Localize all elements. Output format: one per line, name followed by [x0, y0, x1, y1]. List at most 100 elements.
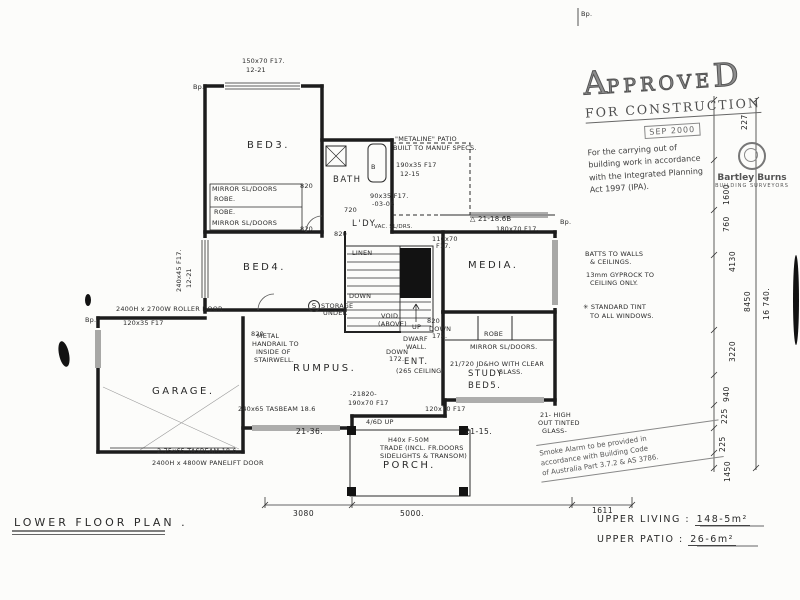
- dwarf-wall-note-2: WALL.: [406, 343, 427, 351]
- room-label-linen: LINEN: [352, 249, 373, 257]
- down-172-a2: 172.: [389, 355, 405, 363]
- gyprock-note-1: 13mm GYPROCK TO: [586, 271, 655, 279]
- room-label-bed3: BED3.: [247, 140, 290, 151]
- room-label-entry: ENT.: [404, 357, 429, 367]
- room-label-rumpus: RUMPUS.: [293, 363, 357, 374]
- plan-title: LOWER FLOOR PLAN .: [14, 516, 188, 529]
- window-note-hall: 110x70: [432, 235, 458, 243]
- room-label-bed4: BED4.: [243, 262, 286, 273]
- door-820-c: 820: [334, 230, 348, 238]
- window-note-study: 120x70 F17: [425, 405, 466, 413]
- bp-marker-3: Bp.: [85, 316, 97, 324]
- area-living-label: UPPER LIVING :: [597, 514, 691, 525]
- handrail-note-2: HANDRAIL TO: [252, 340, 299, 348]
- robe-note-2: ROBE.: [214, 208, 236, 216]
- window-note-bath: 90x35 F17.: [370, 192, 409, 200]
- bp-marker-1: Bp.: [193, 83, 205, 91]
- handrail-note-3: INSIDE OF: [256, 348, 291, 356]
- dwarf-wall-note-1: DWARF: [403, 335, 428, 343]
- window-note-top: 150x70 F17.: [242, 57, 285, 65]
- tasbeam-note-top: 240x65 TASBEAM 18.6: [238, 405, 316, 413]
- door-820-d: 820: [251, 330, 265, 338]
- window-note-patio: 190x35 F17: [396, 161, 437, 169]
- dim-2136: 21-36.: [296, 427, 324, 436]
- door-720-a: 720: [344, 206, 358, 214]
- vac-doors-note: VAC. SL/DRS.: [374, 224, 413, 230]
- area-upper-patio: UPPER PATIO : 26-6m²: [597, 534, 736, 546]
- window-note-left-2: 12-21: [185, 268, 193, 288]
- metaline-patio-note-1: "METALINE" PATIO: [395, 135, 457, 143]
- bartley-burns-seal-icon: [738, 142, 766, 170]
- gyprock-note-2: CEILING ONLY.: [590, 279, 639, 287]
- stair-down-label: DOWN: [349, 292, 372, 300]
- entry-ceiling-note: (265 CEILING): [396, 367, 445, 375]
- stair-up-label: UP: [412, 323, 422, 331]
- dim-bottom-1611: 1611: [592, 506, 614, 515]
- mirror-doors-note-3: MIRROR SL/DOORS.: [470, 343, 538, 351]
- area-patio-label: UPPER PATIO :: [597, 534, 684, 545]
- dim-right-8450: 8450: [743, 290, 752, 312]
- roller-door-note: 2400H x 2700W ROLLER DOOR: [116, 305, 223, 313]
- batts-note-1: BATTS TO WALLS: [585, 250, 644, 258]
- metaline-patio-note-2: BUILT TO MANUF SPECS.: [393, 144, 477, 152]
- bartley-burns-logo: Bartley Burns BUILDING SURVEYORS: [712, 142, 792, 189]
- void-note-1: VOID: [381, 312, 399, 320]
- robe-note-1: ROBE.: [214, 195, 236, 203]
- triangle-dim-note: △ 21-18.6B: [470, 215, 512, 223]
- batts-note-2: & CEILINGS.: [590, 258, 632, 266]
- area-upper-living: UPPER LIVING : 148-5m²: [597, 514, 750, 526]
- storage-note-1: STORAGE: [321, 302, 354, 310]
- bp-marker-4: Bp.: [560, 218, 572, 226]
- solid-fills: [58, 248, 799, 496]
- stamp-letter-d: D: [711, 55, 740, 95]
- down-172-b2: 172.: [432, 332, 448, 340]
- room-label-porch: PORCH.: [383, 460, 436, 471]
- stamp-body-text: For the carrying out of building work in…: [587, 140, 712, 197]
- tinted-glass-note-2: OUT TINTED: [538, 419, 580, 427]
- tasbeam-note-bottom: 2.75x65 TASBEAM 18.6.: [157, 447, 240, 455]
- logo-name: Bartley Burns: [717, 173, 787, 183]
- mirror-doors-note-1: MIRROR SL/DOORS: [212, 185, 278, 193]
- window-note-top-2: 12-21: [246, 66, 266, 74]
- window-note-garage: 120x35 F17: [123, 319, 164, 327]
- window-note-media: 180x70 F17.: [496, 225, 539, 233]
- window-note-bath-2: -03-06: [372, 200, 395, 208]
- logo-subtitle: BUILDING SURVEYORS: [715, 183, 789, 189]
- down-172-b: DOWN: [429, 325, 452, 333]
- door-820-b: 820: [300, 225, 314, 233]
- dim-right-3220: 3220: [728, 340, 737, 362]
- dim-right-225-a: 225: [720, 408, 729, 424]
- dim-2115: 21-15.: [465, 427, 493, 436]
- storage-circle-s-icon: S: [308, 300, 320, 312]
- window-note-left: 240x45 F17.: [175, 249, 183, 292]
- down-172-a: DOWN: [386, 348, 409, 356]
- dim-bottom-5000: 5000.: [400, 509, 424, 518]
- front-door-note-1: H40x F-50M: [388, 436, 430, 444]
- room-label-media: MEDIA.: [468, 260, 519, 271]
- windows: [94, 81, 559, 433]
- window-note-entry: 190x70 F17: [348, 399, 389, 407]
- dim-bottom-3080: 3080: [293, 509, 315, 518]
- room-label-bath: BATH: [333, 175, 362, 185]
- tint-note-1: ✳ STANDARD TINT: [583, 303, 647, 311]
- area-patio-value: 26-6m²: [688, 534, 736, 546]
- dim-21820: -21820-: [350, 390, 377, 398]
- room-label-study: STUDY: [468, 369, 504, 379]
- handrail-note-4: STAIRWELL.: [254, 356, 295, 364]
- area-living-value: 148-5m²: [694, 514, 750, 526]
- dim-right-16740: 16 740.: [762, 287, 771, 320]
- dim-right-1450: 1450: [723, 460, 732, 482]
- storage-note-2: UNDER: [323, 309, 348, 317]
- dim-right-940: 940: [722, 386, 731, 402]
- jdho-glass-note-1: 21/720 JD&HO WITH CLEAR: [450, 360, 545, 368]
- door-820-e: 820: [427, 317, 441, 325]
- room-label-laundry: L'DY: [352, 219, 377, 229]
- front-door-note-3: SIDELIGHTS & TRANSOM): [380, 452, 468, 460]
- bath-b-label: B: [371, 163, 376, 171]
- stamp-date: SEP 2000: [644, 122, 701, 140]
- tint-note-2: TO ALL WINDOWS.: [590, 312, 654, 320]
- room-label-garage: GARAGE.: [152, 386, 215, 397]
- dim-right-4130: 4130: [728, 250, 737, 272]
